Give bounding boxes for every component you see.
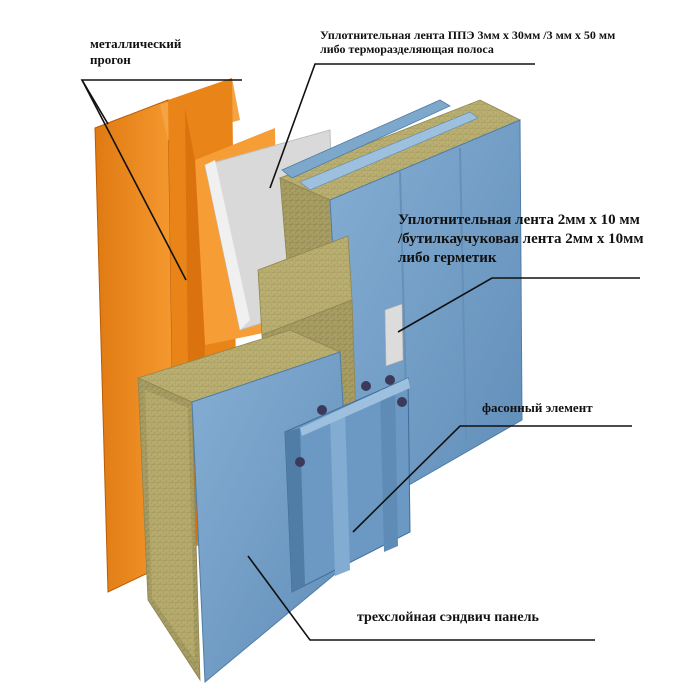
sealing-tape-label-line-3: либо герметик (398, 249, 497, 266)
sealing-tape-label-line-2: /бутилкаучуковая лента 2мм х 10мм (398, 230, 644, 247)
leader-flash (352, 425, 632, 533)
flashing-label: фасонный элемент (482, 400, 593, 415)
ppe-tape-label: Уплотнительная лента ППЭ 3мм х 30мм /3 м… (320, 28, 615, 57)
ppe-tape-label-line-2: либо терморазделяющая полоса (320, 42, 494, 57)
purlin-label: металлический прогон (90, 36, 181, 67)
purlin-label-line-2: прогон (90, 51, 131, 67)
leader-panel (247, 555, 595, 641)
sealing-tape-label: Уплотнительная лента 2мм х 10 мм /бутилк… (398, 211, 644, 267)
leader-seal (397, 277, 640, 333)
leader-lines (80, 63, 640, 641)
sandwich-panel-label: трехслойная сэндвич панель (357, 610, 539, 625)
sealing-tape-label-line-1: Уплотнительная лента 2мм х 10 мм (398, 212, 640, 228)
leader-ppe (269, 63, 535, 189)
flashing-element (284, 375, 411, 593)
leader-purlin-2 (81, 79, 187, 281)
purlin-label-line-1: металлический (90, 36, 182, 51)
ppe-tape-label-line-1: Уплотнительная лента ППЭ 3мм х 30мм /3 м… (320, 28, 616, 42)
